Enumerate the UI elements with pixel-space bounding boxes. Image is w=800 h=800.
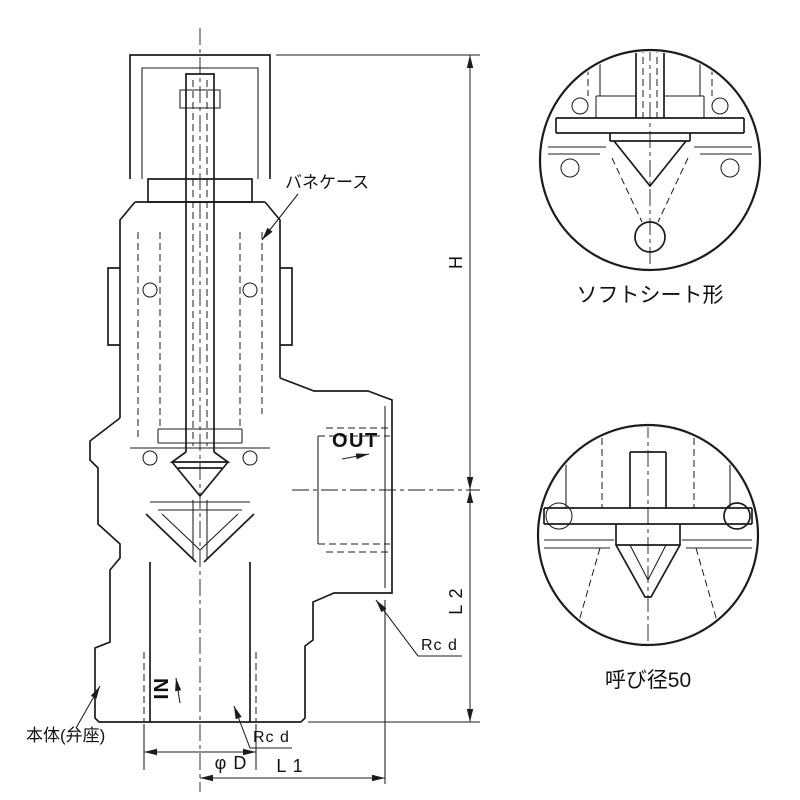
detail1-disc-cone (609, 133, 691, 188)
cap-inner-wall (141, 67, 259, 179)
arrowhead-spring-case (262, 227, 273, 240)
label-rc-outlet: Rc d (421, 637, 458, 654)
disc-retainer (157, 428, 243, 444)
detail1-guide-walls (595, 52, 705, 118)
detail2-stem (629, 451, 667, 508)
detail1-screw-right (711, 97, 729, 115)
arrowhead-h-bottom (466, 477, 474, 490)
spring-hidden-lines (137, 232, 263, 440)
spring-coil-top-right (242, 282, 258, 298)
dimension-annotations: H L 2 L 1 φ D (143, 54, 480, 784)
arrowhead-h-top (466, 55, 474, 68)
seat-ring (150, 501, 250, 511)
arrowhead-rc-outlet (376, 600, 387, 613)
detail1-ball (634, 221, 666, 253)
detail2-content (543, 427, 753, 643)
inlet-bore (149, 562, 251, 722)
valve-stem (185, 73, 215, 452)
body-guide-v (145, 513, 255, 563)
detail1-hidden-lines (587, 52, 713, 118)
leader-rc-inlet (233, 705, 292, 749)
flow-arrowhead-in (175, 678, 182, 692)
detail1-oring-left (560, 158, 580, 178)
detail1-content (548, 52, 752, 268)
stem-hidden-lines (192, 80, 208, 446)
detail1-oring-right (720, 158, 740, 178)
body-left-profile (89, 417, 301, 723)
detail1-screw-left (571, 97, 589, 115)
detail1-circle-border (538, 48, 762, 272)
outlet-thread-hidden (318, 427, 390, 553)
detail2-ball-right (723, 502, 751, 530)
detail-view-soft-seat: ソフトシート形 (538, 48, 762, 307)
detail2-seat-lines (544, 539, 752, 582)
detail2-ball-left (545, 502, 573, 530)
detail1-stem (635, 52, 665, 118)
inlet-thread-hidden (143, 652, 257, 722)
cap-outer-outline (129, 54, 271, 179)
label-in-port: IN (151, 677, 173, 700)
spring-coil-top-left (142, 282, 158, 298)
valve-disc-cone (169, 451, 231, 498)
spring-coil-bottom-left (142, 450, 158, 466)
arrowhead-phid-left (144, 748, 157, 756)
arrowhead-body-seat (90, 686, 100, 699)
arrowhead-l1-left (200, 774, 213, 782)
detail2-retainer-plate (543, 507, 753, 525)
detail2-circle-border (536, 423, 760, 647)
arrowhead-rc-inlet (234, 706, 242, 720)
arrowhead-l1-right (372, 774, 385, 782)
detail1-hidden-v (611, 157, 689, 223)
label-spring-case: バネケース (285, 173, 369, 192)
detail1-caption: ソフトシート形 (577, 284, 724, 307)
valve-main-view (89, 28, 480, 792)
arrowhead-l2-top (466, 490, 474, 503)
dim-l1-text: L 1 (276, 756, 303, 776)
detail2-hidden-v (574, 547, 722, 636)
detail2-disc-cone (615, 524, 681, 598)
label-rc-inlet: Rc d (253, 729, 290, 746)
body-guide-v-inner (161, 500, 239, 558)
detail1-seat-lines (548, 146, 752, 155)
arrowhead-l2-bottom (466, 709, 474, 722)
detail1-retainer-plate (555, 117, 745, 134)
label-out-port: OUT (332, 430, 379, 452)
leader-rc-outlet (375, 599, 462, 657)
label-body-seat: 本体(弁座) (26, 726, 105, 745)
stem-collar (179, 89, 221, 109)
callout-annotations: バネケース 本体(弁座) Rc d Rc d OUT IN (26, 173, 462, 749)
dim-h-text: H (446, 255, 466, 269)
dim-phid-text: φ D (215, 753, 248, 773)
spring-coil-bottom-right (242, 450, 258, 466)
extension-lines-phid (143, 724, 257, 770)
detail2-hidden-lines (601, 427, 695, 508)
spring-case-ribs (107, 267, 293, 346)
detail2-caption: 呼び径50 (605, 669, 691, 692)
spring-case-outline (119, 201, 281, 418)
flow-arrowhead-out (355, 453, 369, 460)
outlet-branch-outline (279, 377, 393, 723)
arrowhead-phid-right (243, 748, 256, 756)
dim-l2-text: L 2 (446, 587, 466, 614)
detail-view-size50: 呼び径50 (536, 423, 760, 692)
